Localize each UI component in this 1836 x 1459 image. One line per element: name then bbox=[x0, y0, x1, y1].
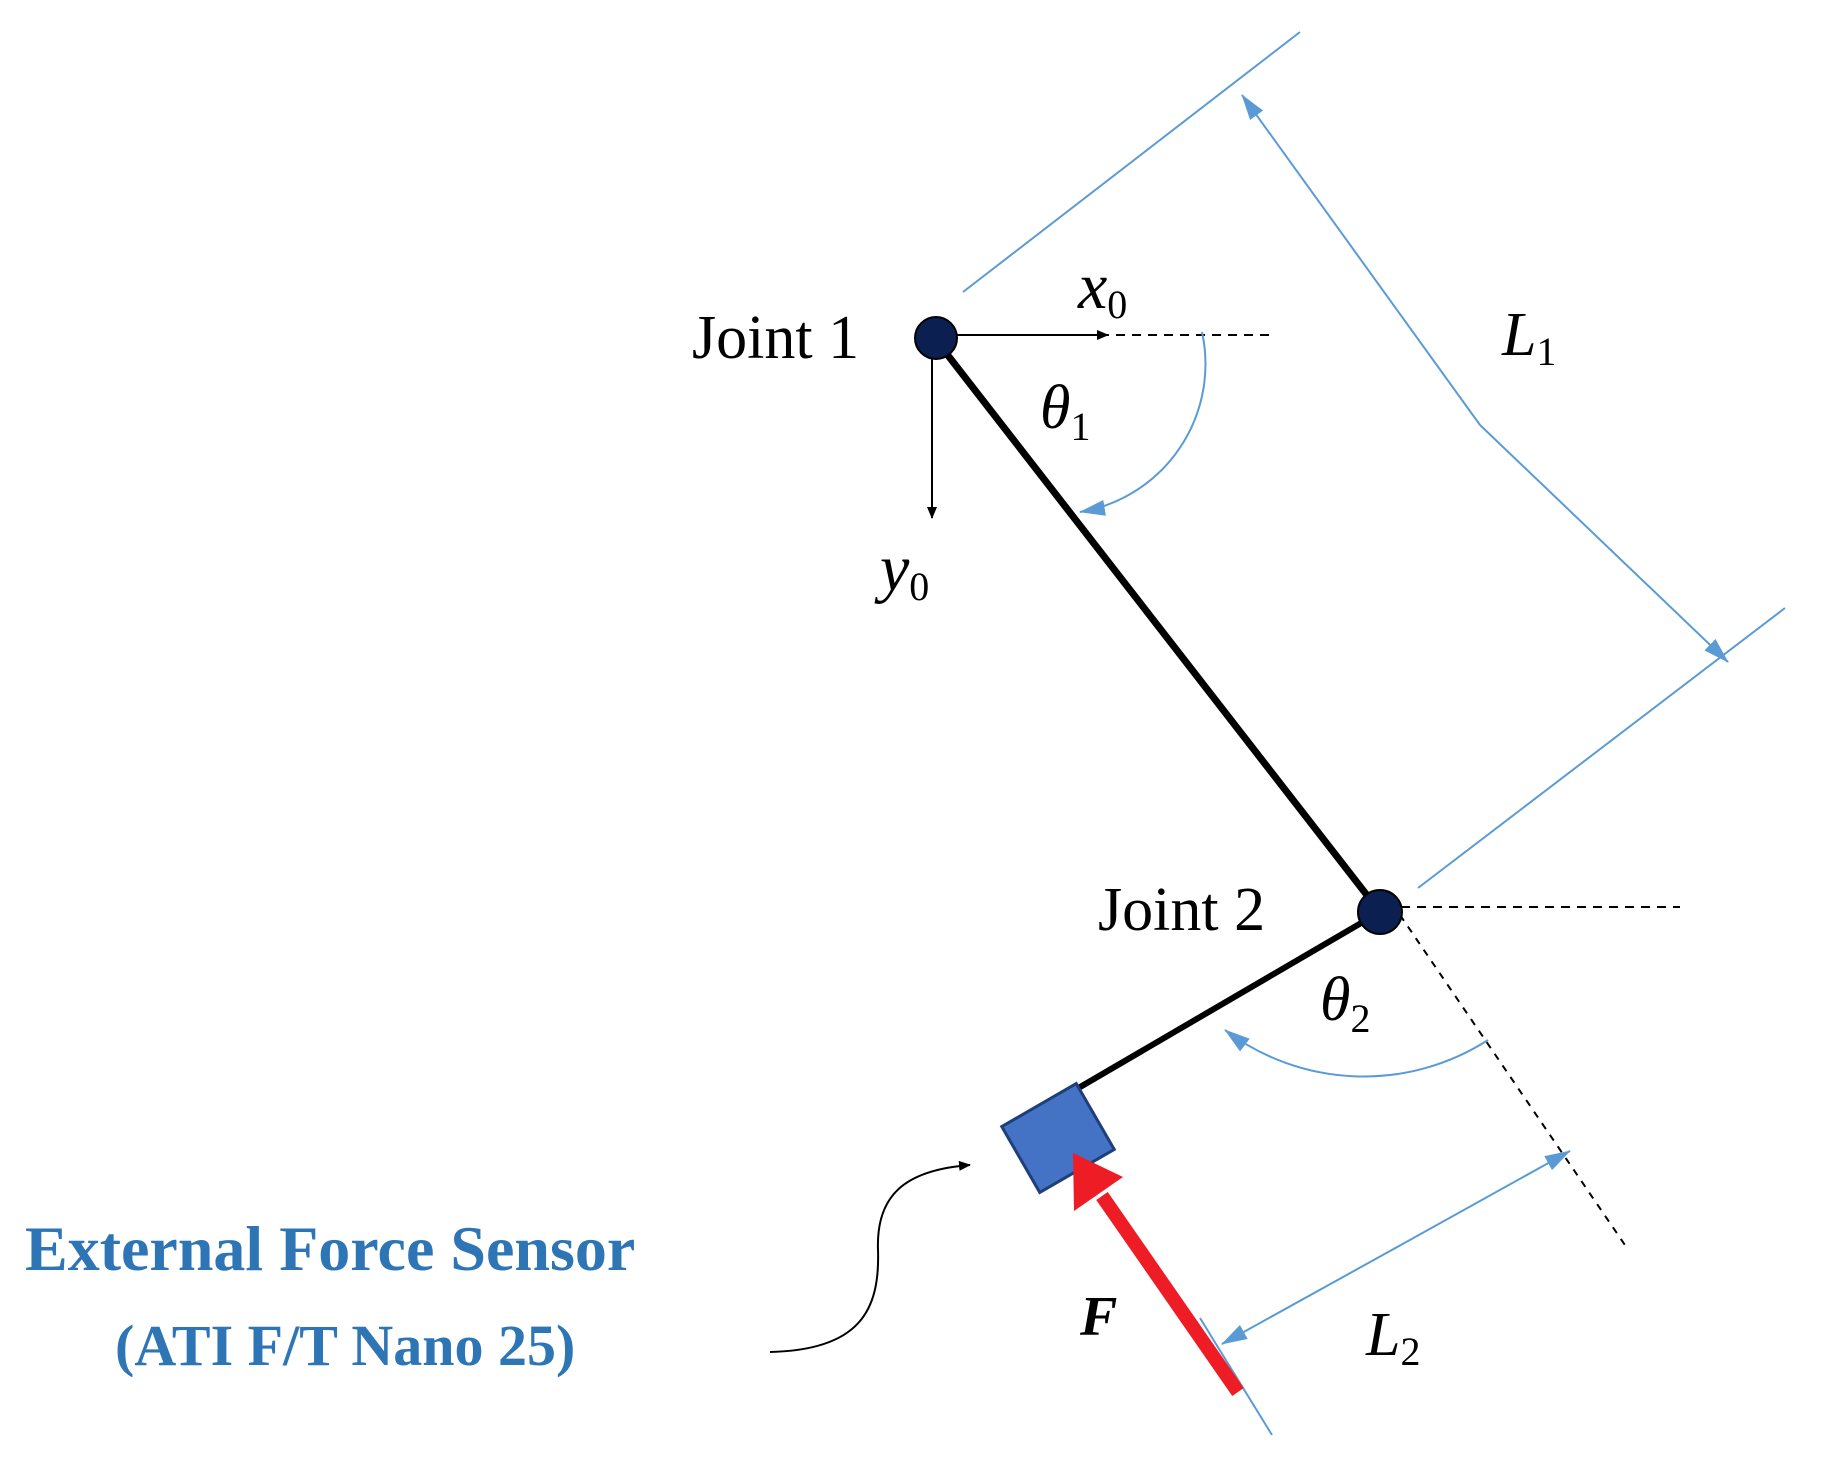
sensor-model-label: (ATI F/T Nano 25) bbox=[115, 1313, 575, 1378]
link-1 bbox=[933, 337, 1383, 915]
l2-dimension-arrow-lower bbox=[1221, 1250, 1391, 1345]
l1-extension-line-top bbox=[962, 31, 1301, 293]
link1-extension-dashed-line bbox=[1399, 914, 1628, 1249]
l1-dimension-arrow-lower bbox=[1479, 424, 1729, 663]
l2-label: L2 bbox=[1365, 1301, 1420, 1374]
force-label: F bbox=[1079, 1286, 1117, 1348]
l1-label: L1 bbox=[1501, 301, 1556, 374]
l1-extension-line-bottom bbox=[1417, 607, 1786, 889]
link-2 bbox=[1073, 909, 1382, 1093]
theta2-label: θ2 bbox=[1320, 966, 1370, 1041]
joint-2-label: Joint 2 bbox=[1098, 876, 1265, 944]
sensor-pointer-arrow bbox=[769, 1160, 971, 1353]
l1-dimension-arrow bbox=[1241, 94, 1481, 426]
theta1-label: θ1 bbox=[1040, 374, 1090, 449]
joint-1-label: Joint 1 bbox=[692, 304, 859, 372]
force-arrow bbox=[1096, 1192, 1244, 1396]
joint-2-circle bbox=[1357, 889, 1403, 935]
theta2-angle-arc bbox=[1224, 1029, 1489, 1078]
force-arrowhead bbox=[1073, 1153, 1123, 1211]
x0-label: x0 bbox=[1077, 250, 1127, 327]
l2-extension-line bbox=[1199, 1317, 1273, 1436]
theta1-angle-arc bbox=[1079, 331, 1207, 516]
l2-dimension-arrow bbox=[1389, 1150, 1571, 1252]
sensor-title-label: External Force Sensor bbox=[25, 1213, 635, 1284]
y0-label: y0 bbox=[874, 532, 929, 609]
joint-1-circle bbox=[914, 316, 958, 360]
